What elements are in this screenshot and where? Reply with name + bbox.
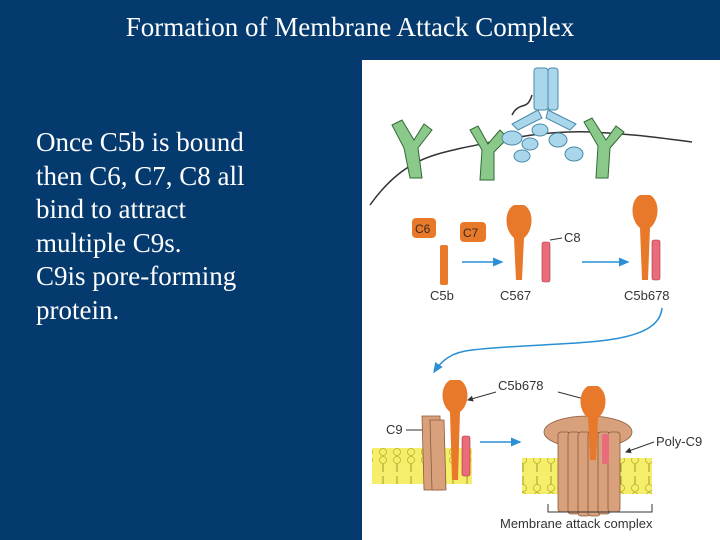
body-line: C9is pore-forming xyxy=(36,261,237,291)
pointer-icon xyxy=(625,441,655,454)
slide-title: Formation of Membrane Attack Complex xyxy=(125,12,575,42)
c5b678-label-mid: C5b678 xyxy=(498,378,544,393)
c5b678-icon: C5b678 xyxy=(624,195,670,303)
slide-body-text: Once C5b is bound then C6, C7, C8 all bi… xyxy=(36,126,346,327)
body-line: Once C5b is bound xyxy=(36,127,244,157)
c5b-label: C5b xyxy=(430,288,454,303)
c7-icon: C7 xyxy=(460,222,486,242)
c567-label: C567 xyxy=(500,288,531,303)
body-line: bind to attract xyxy=(36,194,186,224)
c567-icon: C567 xyxy=(500,205,532,303)
body-line: then C6, C7, C8 all xyxy=(36,160,245,191)
pointer-icon xyxy=(467,391,497,402)
c1-complex-icon xyxy=(501,67,584,163)
antibody-icon xyxy=(391,117,625,181)
bracket xyxy=(547,504,653,513)
c5b-icon: C5b xyxy=(430,245,454,303)
curved-arrow-icon xyxy=(433,307,663,374)
mac-pore-icon xyxy=(543,386,633,517)
poly-c9-label: Poly-C9 xyxy=(656,434,702,449)
mac-label: Membrane attack complex xyxy=(500,516,653,531)
body-line: protein. xyxy=(36,294,120,325)
mac-diagram-svg: C6 C7 C5b C567 C8 C5b678 xyxy=(369,67,702,531)
c8-label: C8 xyxy=(564,230,581,245)
c5b678-label-top: C5b678 xyxy=(624,288,670,303)
c8-icon: C8 xyxy=(541,230,581,283)
c5b678-c9-assembly-icon xyxy=(421,380,471,491)
antibody-surface-scene xyxy=(369,67,693,206)
mac-formation-diagram: C6 C7 C5b C567 C8 C5b678 xyxy=(362,60,720,540)
c7-label: C7 xyxy=(463,226,479,240)
c9-label: C9 xyxy=(386,422,403,437)
c6-label: C6 xyxy=(415,222,431,236)
c6-icon: C6 xyxy=(412,218,436,238)
body-line: multiple C9s. xyxy=(36,227,182,258)
